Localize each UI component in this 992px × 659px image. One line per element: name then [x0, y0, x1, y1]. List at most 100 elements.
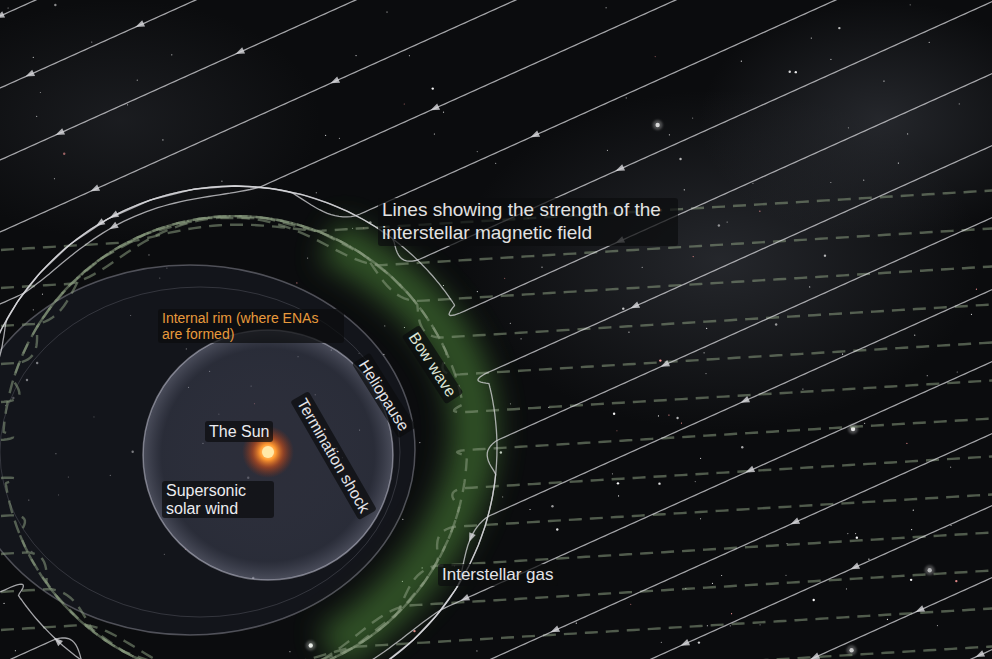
star — [914, 335, 915, 336]
star — [842, 353, 843, 354]
star — [384, 325, 385, 326]
field-line — [361, 282, 992, 659]
star — [658, 482, 660, 484]
field-arrowhead — [529, 130, 540, 140]
star — [668, 414, 669, 415]
star — [63, 153, 65, 155]
star — [618, 495, 619, 496]
star — [476, 650, 477, 651]
internal-rim — [0, 287, 400, 617]
field-arrowhead — [549, 625, 560, 635]
field-arrowhead — [629, 301, 640, 311]
star — [659, 359, 661, 361]
star — [863, 180, 864, 181]
star — [700, 518, 701, 519]
star — [316, 192, 317, 193]
star — [706, 328, 707, 329]
star — [607, 150, 608, 151]
gas-label: Interstellar gas — [438, 564, 558, 586]
field-arrowhead — [789, 517, 800, 527]
star — [148, 254, 149, 255]
star — [692, 117, 693, 118]
star — [864, 423, 865, 424]
field-arrowhead — [329, 76, 340, 86]
solar-wind-label: Supersonic solar wind — [162, 481, 274, 518]
star — [731, 613, 732, 614]
star — [443, 285, 444, 286]
field-arrowhead — [107, 222, 118, 233]
star — [309, 643, 313, 647]
star — [551, 505, 553, 507]
star-glow — [925, 565, 935, 575]
star — [718, 224, 720, 226]
star — [409, 55, 410, 56]
star — [785, 575, 786, 576]
star — [54, 4, 56, 6]
field-line — [0, 0, 235, 97]
field-arrowhead — [34, 0, 45, 3]
star — [42, 294, 43, 295]
field-arrowhead — [809, 652, 820, 659]
star — [703, 352, 704, 353]
field-line — [0, 0, 992, 457]
star — [630, 604, 631, 605]
star — [883, 80, 884, 81]
star — [541, 267, 542, 268]
star — [669, 134, 670, 135]
field-arrowhead — [914, 605, 925, 615]
star — [976, 289, 977, 290]
star — [911, 529, 912, 530]
star — [3, 603, 4, 604]
field-line — [0, 210, 992, 659]
field-arrowhead — [679, 639, 690, 649]
field-line — [0, 0, 715, 313]
gas-flow-line — [0, 607, 992, 659]
star — [127, 104, 128, 105]
star — [929, 42, 930, 43]
star — [434, 133, 435, 134]
star — [520, 338, 521, 339]
nebula — [700, 0, 992, 240]
gas-flow-line — [0, 493, 992, 659]
star — [221, 181, 222, 182]
star — [495, 163, 496, 164]
star — [162, 139, 163, 140]
star — [741, 446, 743, 448]
star — [510, 403, 511, 404]
star — [789, 71, 791, 73]
heliopause-boundary — [0, 265, 415, 635]
star — [741, 61, 742, 62]
star — [824, 254, 826, 256]
star — [959, 103, 960, 104]
field-caption: Lines showing the strength of the inters… — [378, 198, 678, 246]
star — [759, 624, 760, 625]
star — [838, 27, 840, 29]
star — [36, 116, 37, 117]
star — [15, 650, 16, 651]
star — [910, 4, 911, 5]
field-line — [925, 642, 992, 659]
field-arrowhead — [614, 164, 625, 174]
star — [386, 11, 387, 12]
star — [339, 138, 340, 139]
field-arrowhead — [24, 70, 35, 80]
star — [950, 525, 951, 526]
star-glow — [653, 120, 663, 130]
gas-flow-line — [0, 189, 992, 251]
field-arrowhead — [744, 466, 755, 476]
star — [556, 528, 558, 530]
star — [502, 496, 503, 497]
star — [605, 7, 606, 8]
star — [613, 413, 615, 415]
field-line — [445, 426, 992, 659]
field-line — [605, 498, 992, 659]
star — [289, 651, 290, 652]
star — [759, 211, 760, 212]
star — [707, 625, 708, 626]
sun-label: The Sun — [205, 421, 273, 442]
star — [795, 71, 797, 73]
field-line — [765, 570, 992, 659]
star — [325, 135, 326, 136]
star — [681, 422, 682, 423]
